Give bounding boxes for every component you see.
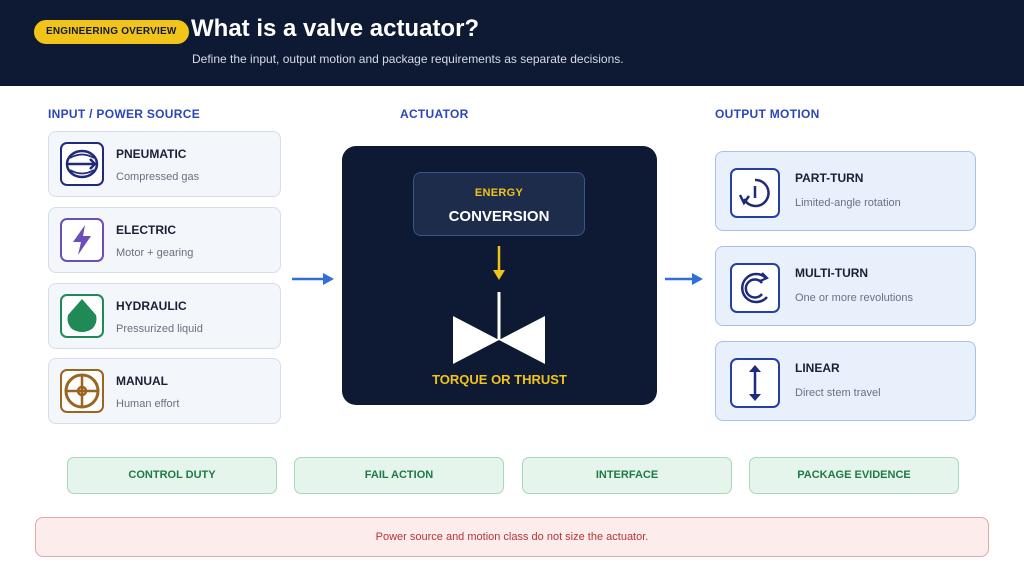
lightning-icon bbox=[60, 218, 104, 262]
input-card-hydraulic: HYDRAULIC Pressurized liquid bbox=[48, 283, 281, 349]
conversion-arrow-icon bbox=[493, 246, 505, 280]
input-flow-arrow bbox=[292, 273, 334, 285]
output-card-multi-turn: MULTI-TURN One or more revolutions bbox=[715, 246, 976, 326]
output-title: MULTI-TURN bbox=[795, 266, 869, 280]
requirement-package-evidence: PACKAGE EVIDENCE bbox=[749, 457, 959, 494]
warning-banner: Power source and motion class do not siz… bbox=[35, 517, 989, 557]
input-card-manual: MANUAL Human effort bbox=[48, 358, 281, 424]
actuator-column-heading: ACTUATOR bbox=[400, 107, 469, 121]
output-column-heading: OUTPUT MOTION bbox=[715, 107, 820, 121]
input-subtitle: Human effort bbox=[116, 398, 180, 410]
torque-thrust-label: TORQUE OR THRUST bbox=[432, 372, 567, 387]
input-title: ELECTRIC bbox=[116, 223, 176, 237]
droplet-icon bbox=[60, 294, 104, 338]
linear-arrow-icon bbox=[730, 358, 780, 408]
input-card-pneumatic: PNEUMATIC Compressed gas bbox=[48, 131, 281, 197]
energy-conversion-box: ENERGY CONVERSION bbox=[413, 172, 585, 236]
actuator-block: ENERGY CONVERSION TORQUE OR THRUST bbox=[342, 146, 657, 405]
conversion-label: CONVERSION bbox=[448, 208, 550, 225]
output-title: LINEAR bbox=[795, 361, 840, 375]
input-title: PNEUMATIC bbox=[116, 147, 187, 161]
page-subtitle: Define the input, output motion and pack… bbox=[192, 52, 624, 66]
input-title: MANUAL bbox=[116, 374, 168, 388]
input-card-electric: ELECTRIC Motor + gearing bbox=[48, 207, 281, 273]
input-title: HYDRAULIC bbox=[116, 299, 187, 313]
energy-label: ENERGY bbox=[474, 187, 524, 199]
output-flow-arrow bbox=[665, 273, 703, 285]
pneumatic-icon bbox=[60, 142, 104, 186]
valve-icon bbox=[453, 292, 545, 364]
part-turn-icon bbox=[730, 168, 780, 218]
output-card-part-turn: PART-TURN Limited-angle rotation bbox=[715, 151, 976, 231]
output-subtitle: Limited-angle rotation bbox=[795, 197, 901, 209]
requirement-interface: INTERFACE bbox=[522, 457, 732, 494]
page-title: What is a valve actuator? bbox=[191, 15, 480, 42]
valve-diagram bbox=[453, 246, 545, 364]
requirement-control-duty: CONTROL DUTY bbox=[67, 457, 277, 494]
output-card-linear: LINEAR Direct stem travel bbox=[715, 341, 976, 421]
input-subtitle: Motor + gearing bbox=[116, 247, 194, 259]
handwheel-icon bbox=[60, 369, 104, 413]
input-subtitle: Pressurized liquid bbox=[116, 323, 203, 335]
output-title: PART-TURN bbox=[795, 171, 864, 185]
requirement-fail-action: FAIL ACTION bbox=[294, 457, 504, 494]
header-bar: ENGINEERING OVERVIEW What is a valve act… bbox=[0, 0, 1024, 86]
category-badge: ENGINEERING OVERVIEW bbox=[34, 20, 189, 44]
output-subtitle: Direct stem travel bbox=[795, 387, 881, 399]
input-subtitle: Compressed gas bbox=[116, 171, 200, 183]
input-column-heading: INPUT / POWER SOURCE bbox=[48, 107, 201, 121]
multi-turn-icon bbox=[730, 263, 780, 313]
output-subtitle: One or more revolutions bbox=[795, 292, 913, 304]
